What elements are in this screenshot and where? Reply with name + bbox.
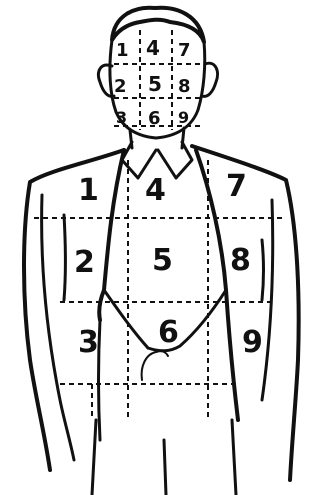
face-number-1: 1 [116,40,129,61]
body-number-6: 6 [158,315,179,350]
left-lapel [99,150,124,320]
face-number-6: 6 [148,108,161,129]
body-number-3: 3 [78,325,99,360]
trousers [92,420,236,495]
face-number-3: 3 [116,108,127,127]
watch-chain [142,351,168,380]
body-number-7: 7 [226,169,247,204]
body-number-2: 2 [74,245,95,280]
face-number-2: 2 [114,76,127,97]
left-lapel-edge [64,215,66,300]
vest-left [104,290,148,348]
body-number-8: 8 [230,243,251,278]
jacket-right-sleeve-inner [262,200,273,400]
face-number-4: 4 [146,36,160,60]
body-number-5: 5 [152,243,173,278]
face-number-5: 5 [148,72,162,96]
body-number-1: 1 [78,173,99,208]
jacket-left-sleeve-inner [42,195,74,460]
body-number-9: 9 [242,325,263,360]
face-number-7: 7 [178,40,191,61]
body-number-4: 4 [145,173,166,208]
right-lapel-edge [262,240,264,300]
jacket-left-shoulder [24,150,124,470]
face-number-8: 8 [178,76,191,97]
face-number-9: 9 [178,108,189,127]
